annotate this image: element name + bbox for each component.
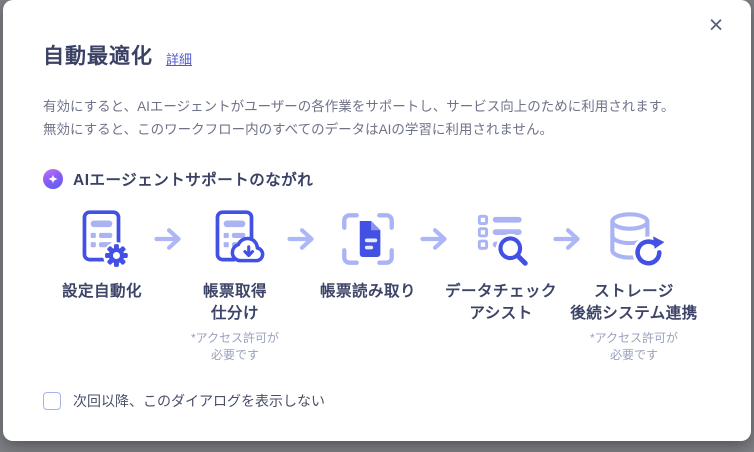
- document-cloud-download-icon: [202, 206, 268, 272]
- details-link[interactable]: 詳細: [166, 52, 193, 67]
- flow-step-data-check: データチェック アシスト: [445, 206, 557, 330]
- flow-section-title: AIエージェントサポートのながれ: [73, 172, 314, 189]
- document-scan-icon: [335, 206, 401, 272]
- dont-show-again-row[interactable]: 次回以降、このダイアログを表示しない: [43, 391, 325, 411]
- flow-arrow-icon: [419, 206, 450, 272]
- flow-arrow-icon: [153, 206, 184, 272]
- flow-step-label: 設定自動化: [61, 283, 142, 300]
- flow-step-note: *アクセス許可が 必要です: [589, 331, 679, 362]
- flow-step-label: データチェック アシスト: [445, 283, 558, 322]
- flow-step-label: 帳票取得 仕分け: [202, 283, 267, 322]
- auto-optimization-dialog: × 自動最適化 詳細 有効にすると、AIエージェントがユーザーの各作業をサポート…: [3, 0, 751, 441]
- dialog-description: 有効にすると、AIエージェントがユーザーの各作業をサポートし、サービス向上のため…: [43, 99, 675, 137]
- close-button[interactable]: ×: [699, 8, 733, 42]
- database-sync-icon: [601, 206, 667, 272]
- dialog-title: 自動最適化: [43, 45, 153, 68]
- flow-section-header: AIエージェントサポートのながれ: [43, 168, 711, 190]
- flow-step-form-fetch-sort: 帳票取得 仕分け *アクセス許可が 必要です: [184, 206, 286, 364]
- close-icon: ×: [708, 10, 724, 39]
- flow-step-storage-integration: ストレージ 後続システム連携 *アクセス許可が 必要です: [570, 206, 697, 364]
- dont-show-again-checkbox[interactable]: [43, 392, 61, 410]
- dont-show-again-label: 次回以降、このダイアログを表示しない: [73, 393, 325, 409]
- dialog-header: 自動最適化 詳細: [43, 40, 711, 70]
- flow-arrow-icon: [286, 206, 317, 272]
- flow-step-label: 帳票読み取り: [319, 283, 416, 300]
- flow-step-auto-setup: 設定自動化: [51, 206, 153, 308]
- document-gear-icon: [69, 206, 135, 272]
- checklist-search-icon: [468, 206, 534, 272]
- flow-step-note: *アクセス許可が 必要です: [190, 331, 280, 362]
- flow-arrow-icon: [552, 206, 583, 272]
- flow-step-form-reading: 帳票読み取り: [317, 206, 419, 308]
- sparkle-icon: [43, 169, 63, 189]
- ai-support-flow: 設定自動化 帳票取得 仕分け: [51, 206, 711, 364]
- flow-step-label: ストレージ 後続システム連携: [570, 283, 698, 322]
